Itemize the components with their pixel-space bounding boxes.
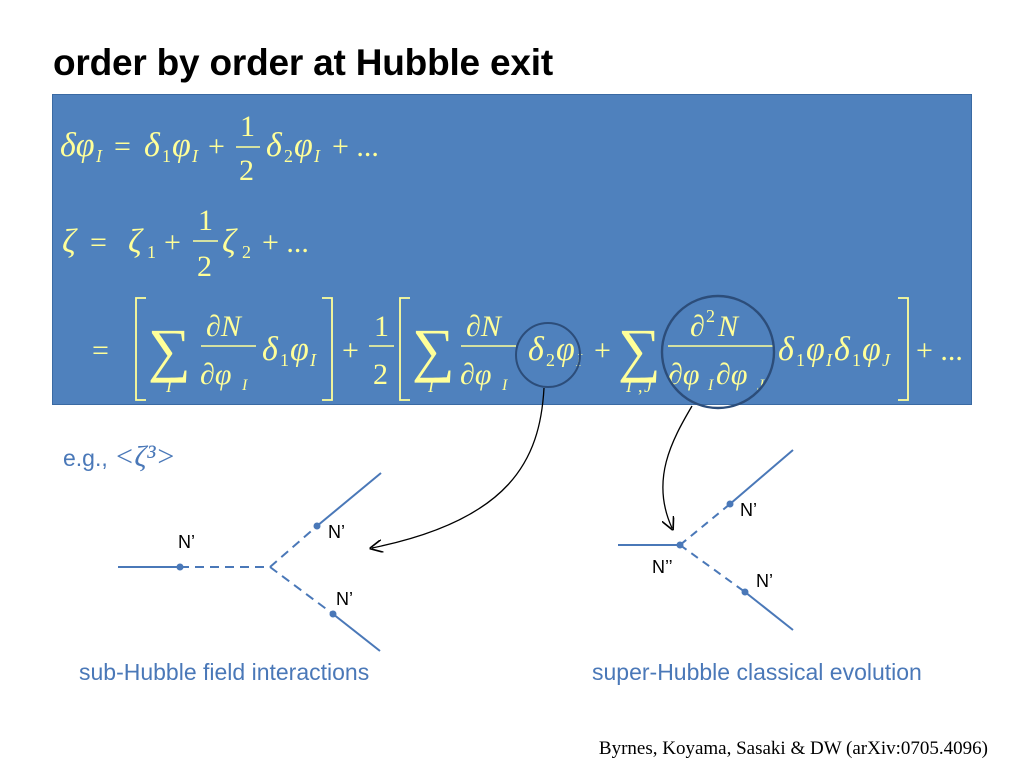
svg-text:I: I — [313, 146, 321, 166]
svg-text:=: = — [90, 226, 107, 259]
svg-text:ζ: ζ — [222, 223, 238, 260]
svg-text:2: 2 — [242, 242, 251, 262]
svg-text:1: 1 — [162, 146, 171, 166]
svg-text:I: I — [625, 376, 633, 396]
svg-text:,: , — [638, 376, 643, 396]
svg-text:+ ...: + ... — [332, 130, 379, 163]
svg-text:J: J — [757, 377, 765, 394]
svg-text:2: 2 — [284, 146, 293, 166]
svg-text:φ: φ — [556, 331, 575, 368]
svg-text:δ: δ — [778, 331, 795, 368]
equation-box — [52, 94, 972, 405]
example-math: <ζ³> — [114, 440, 176, 473]
right-diagram — [618, 449, 794, 631]
svg-text:1: 1 — [147, 242, 156, 262]
svg-text:1: 1 — [374, 310, 389, 343]
svg-text:2: 2 — [706, 306, 715, 326]
svg-text:I: I — [309, 350, 317, 370]
vertex-dot — [176, 563, 184, 571]
svg-text:1: 1 — [852, 350, 861, 370]
svg-text:∂φ: ∂φ — [460, 358, 491, 391]
vertex-dot — [676, 541, 684, 549]
vertex-dot — [329, 610, 337, 618]
caption-right: super-Hubble classical evolution — [592, 659, 922, 685]
svg-text:1: 1 — [240, 110, 255, 143]
label-n-prime: N’ — [756, 571, 773, 591]
svg-text:∂N: ∂N — [466, 310, 503, 343]
example-label: e.g., <ζ³> — [63, 440, 176, 474]
svg-text:∑: ∑ — [148, 317, 191, 383]
svg-text:2: 2 — [197, 250, 212, 283]
svg-text:I: I — [825, 350, 833, 370]
svg-text:∂φ: ∂φ — [200, 358, 231, 391]
label-n-prime: N’ — [740, 500, 757, 520]
svg-text:δ: δ — [262, 331, 279, 368]
svg-text:J: J — [882, 350, 891, 370]
reference: Byrnes, Koyama, Sasaki & DW (arXiv:0705.… — [598, 738, 988, 759]
vertex-dot — [313, 522, 321, 530]
svg-text:I: I — [707, 377, 714, 394]
svg-text:I: I — [95, 146, 103, 166]
svg-text:+ ...: + ... — [916, 334, 963, 367]
label-n-prime: N’ — [328, 522, 345, 542]
svg-text:1: 1 — [280, 350, 289, 370]
label-n-prime: N’ — [178, 532, 195, 552]
arrow-right — [663, 405, 693, 528]
svg-text:∑: ∑ — [618, 317, 661, 383]
svg-text:δ: δ — [528, 331, 545, 368]
svg-text:2: 2 — [373, 358, 388, 391]
svg-text:φ: φ — [862, 331, 881, 368]
svg-text:∂: ∂ — [690, 310, 705, 343]
highlight-circle-left — [515, 322, 581, 388]
svg-text:φ: φ — [294, 127, 313, 164]
svg-text:I: I — [191, 146, 199, 166]
svg-text:δ: δ — [144, 127, 161, 164]
svg-text:+: + — [342, 334, 359, 367]
svg-text:2: 2 — [239, 154, 254, 187]
svg-text:δ: δ — [834, 331, 851, 368]
svg-text:2: 2 — [546, 350, 555, 370]
svg-text:I: I — [165, 376, 173, 396]
svg-text:∑: ∑ — [412, 317, 455, 383]
svg-text:=: = — [114, 130, 131, 163]
svg-text:φ: φ — [806, 331, 825, 368]
svg-text:+: + — [208, 130, 225, 163]
label-n-double-prime: N’’ — [652, 557, 673, 577]
svg-text:φ: φ — [172, 127, 191, 164]
label-n-prime: N’ — [336, 589, 353, 609]
svg-text:ζ: ζ — [128, 223, 144, 260]
svg-text:I: I — [241, 377, 248, 394]
svg-text:δ: δ — [266, 127, 283, 164]
svg-text:+: + — [594, 334, 611, 367]
svg-text:=: = — [92, 334, 109, 367]
svg-text:∂N: ∂N — [206, 310, 243, 343]
svg-text:φ: φ — [290, 331, 309, 368]
caption-left: sub-Hubble field interactions — [79, 659, 370, 685]
highlight-circle-right — [660, 294, 776, 410]
svg-text:δφ: δφ — [60, 127, 95, 164]
vertex-dot — [726, 500, 734, 508]
svg-text:ζ: ζ — [62, 223, 78, 260]
svg-text:+: + — [164, 226, 181, 259]
left-diagram — [118, 472, 382, 652]
svg-text:1: 1 — [198, 204, 213, 237]
svg-text:I: I — [427, 376, 435, 396]
svg-text:1: 1 — [796, 350, 805, 370]
example-prefix: e.g., — [63, 445, 108, 471]
svg-text:N: N — [717, 310, 740, 343]
svg-text:J: J — [644, 376, 653, 396]
slide-title: order by order at Hubble exit — [53, 42, 553, 83]
svg-text:+ ...: + ... — [262, 226, 309, 259]
arrow-left — [372, 387, 545, 548]
vertex-dot — [741, 588, 749, 596]
svg-text:∂φ: ∂φ — [716, 358, 747, 391]
svg-text:I: I — [501, 377, 508, 394]
